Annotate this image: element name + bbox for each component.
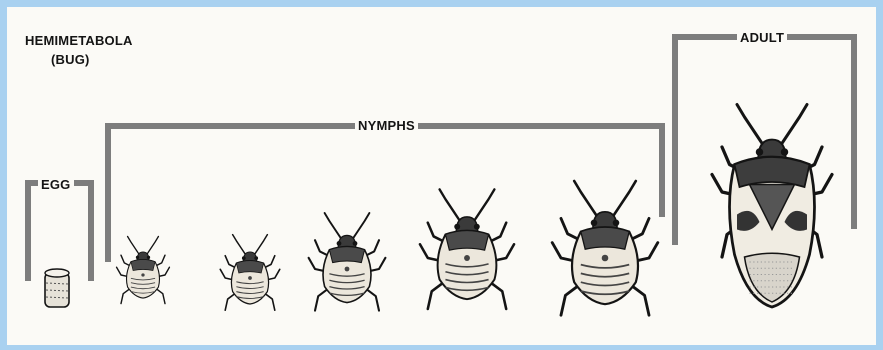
diagram-title: HEMIMETABOLA [25, 33, 133, 48]
nymph-second-instar [220, 235, 280, 311]
adult-bug [712, 105, 832, 308]
adult-stage-label: ADULT [737, 30, 787, 45]
life-cycle-illustration [7, 7, 876, 345]
egg-bracket [28, 183, 91, 281]
nymph-first-instar [117, 237, 170, 304]
nymph-fourth-instar [420, 189, 514, 309]
insect-drawings [45, 105, 832, 316]
egg-drawing [45, 269, 69, 307]
nymphs-stage-label: NYMPHS [355, 118, 418, 133]
egg-stage-label: EGG [38, 177, 74, 192]
nymph-fifth-instar [552, 181, 658, 315]
nymph-third-instar [309, 213, 386, 311]
diagram-subtitle: (BUG) [51, 52, 90, 67]
